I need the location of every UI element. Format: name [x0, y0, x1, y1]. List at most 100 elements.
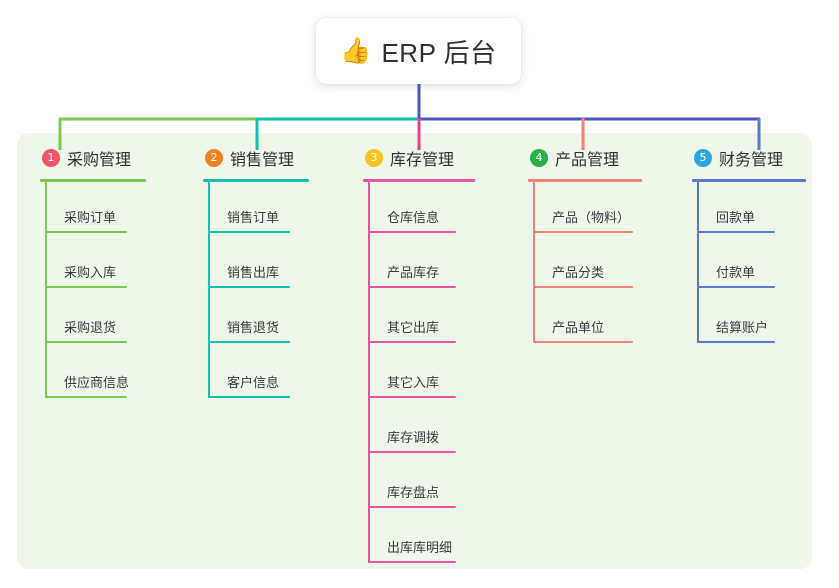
- leaf-item-rule: [697, 231, 775, 233]
- leaf-item-rule: [45, 286, 127, 288]
- branch-header-2[interactable]: 2 销售管理: [203, 145, 353, 171]
- branch-title: 产品管理: [555, 152, 620, 169]
- leaf-item-label: 采购退货: [64, 320, 117, 335]
- branch-title: 销售管理: [230, 152, 295, 169]
- branch-column-1: 1 采购管理采购订单采购入库采购退货供应商信息: [40, 145, 190, 402]
- branch-number-badge: 4: [530, 149, 548, 167]
- thumbs-up-icon: 👍: [340, 36, 372, 65]
- leaf-item[interactable]: 产品（物料）: [528, 182, 678, 237]
- leaf-item-rule: [208, 231, 290, 233]
- root-node-card[interactable]: 👍 ERP 后台: [316, 18, 521, 84]
- branch-title: 采购管理: [67, 152, 132, 169]
- leaf-item-label: 销售退货: [227, 320, 280, 335]
- leaf-item-label: 其它入库: [387, 375, 440, 390]
- leaf-item-rule: [45, 231, 127, 233]
- branch-header-rule: [363, 179, 475, 182]
- leaf-item-label: 产品库存: [387, 265, 440, 280]
- branch-header-rule: [528, 179, 642, 182]
- leaf-item-label: 付款单: [716, 265, 756, 280]
- leaf-item-rule: [45, 341, 127, 343]
- leaf-item-label: 产品分类: [552, 265, 605, 280]
- leaf-item[interactable]: 结算账户: [692, 292, 839, 347]
- branch-number-badge: 3: [365, 149, 383, 167]
- leaf-item[interactable]: 产品单位: [528, 292, 678, 347]
- leaf-item-rule: [697, 341, 775, 343]
- leaf-item-rule: [368, 396, 456, 398]
- leaf-item[interactable]: 回款单: [692, 182, 839, 237]
- leaf-item-rule: [368, 341, 456, 343]
- leaf-item-rule: [368, 286, 456, 288]
- branch-number-badge: 1: [42, 149, 60, 167]
- branch-header-5[interactable]: 5 财务管理: [692, 145, 839, 171]
- leaf-item-rule: [368, 561, 456, 563]
- leaf-item-label: 供应商信息: [64, 375, 130, 390]
- branch-number-badge: 2: [205, 149, 223, 167]
- leaf-item-label: 产品单位: [552, 320, 605, 335]
- branch-header-4[interactable]: 4 产品管理: [528, 145, 678, 171]
- leaf-item[interactable]: 其它入库: [363, 347, 513, 402]
- leaf-item[interactable]: 采购退货: [40, 292, 190, 347]
- branch-column-2: 2 销售管理销售订单销售出库销售退货客户信息: [203, 145, 353, 402]
- leaf-item-label: 产品（物料）: [552, 210, 631, 225]
- leaf-item[interactable]: 库存盘点: [363, 457, 513, 512]
- leaf-item-label: 客户信息: [227, 375, 280, 390]
- branch-title: 库存管理: [390, 152, 455, 169]
- leaf-item[interactable]: 库存调拨: [363, 402, 513, 457]
- branch-column-3: 3 库存管理仓库信息产品库存其它出库其它入库库存调拨库存盘点出库库明细: [363, 145, 513, 567]
- branch-header-rule: [692, 179, 806, 182]
- leaf-item[interactable]: 采购订单: [40, 182, 190, 237]
- leaf-item[interactable]: 销售出库: [203, 237, 353, 292]
- leaf-item[interactable]: 仓库信息: [363, 182, 513, 237]
- leaf-item-label: 结算账户: [716, 320, 769, 335]
- leaf-item-label: 其它出库: [387, 320, 440, 335]
- leaf-item[interactable]: 其它出库: [363, 292, 513, 347]
- leaf-item-label: 仓库信息: [387, 210, 440, 225]
- branch-spine: [533, 182, 535, 343]
- branch-column-4: 4 产品管理产品（物料） 产品分类产品单位: [528, 145, 678, 347]
- leaf-item[interactable]: 产品分类: [528, 237, 678, 292]
- leaf-item-label: 采购订单: [64, 210, 117, 225]
- leaf-item-rule: [533, 231, 633, 233]
- branch-header-rule: [40, 179, 146, 182]
- leaf-item-rule: [208, 341, 290, 343]
- leaf-item-label: 回款单: [716, 210, 756, 225]
- leaf-list: 采购订单采购入库采购退货供应商信息: [40, 182, 190, 402]
- leaf-item[interactable]: 采购入库: [40, 237, 190, 292]
- leaf-item-rule: [368, 506, 456, 508]
- leaf-item[interactable]: 产品库存: [363, 237, 513, 292]
- leaf-item[interactable]: 供应商信息: [40, 347, 190, 402]
- leaf-item-label: 出库库明细: [387, 540, 453, 555]
- leaf-item-rule: [533, 286, 633, 288]
- leaf-item[interactable]: 销售订单: [203, 182, 353, 237]
- leaf-list: 销售订单销售出库销售退货客户信息: [203, 182, 353, 402]
- leaf-item-rule: [208, 286, 290, 288]
- leaf-item-rule: [368, 451, 456, 453]
- branch-title: 财务管理: [719, 152, 784, 169]
- leaf-item[interactable]: 销售退货: [203, 292, 353, 347]
- branch-column-5: 5 财务管理回款单付款单结算账户: [692, 145, 839, 347]
- leaf-item-rule: [533, 341, 633, 343]
- leaf-item-label: 库存盘点: [387, 485, 440, 500]
- leaf-item-rule: [368, 231, 456, 233]
- branch-number-badge: 5: [694, 149, 712, 167]
- leaf-item-rule: [208, 396, 290, 398]
- branch-header-rule: [203, 179, 309, 182]
- root-node-title: ERP 后台: [381, 37, 497, 68]
- branch-spine: [697, 182, 699, 343]
- leaf-item-label: 销售订单: [227, 210, 280, 225]
- leaf-item[interactable]: 客户信息: [203, 347, 353, 402]
- branch-header-3[interactable]: 3 库存管理: [363, 145, 513, 171]
- leaf-item-label: 采购入库: [64, 265, 117, 280]
- leaf-list: 仓库信息产品库存其它出库其它入库库存调拨库存盘点出库库明细: [363, 182, 513, 567]
- leaf-item-rule: [697, 286, 775, 288]
- branch-spine: [208, 182, 210, 398]
- leaf-item[interactable]: 出库库明细: [363, 512, 513, 567]
- diagram-panel-background: [17, 133, 812, 569]
- leaf-item[interactable]: 付款单: [692, 237, 839, 292]
- branch-spine: [368, 182, 370, 563]
- branch-spine: [45, 182, 47, 398]
- branch-header-1[interactable]: 1 采购管理: [40, 145, 190, 171]
- leaf-item-rule: [45, 396, 127, 398]
